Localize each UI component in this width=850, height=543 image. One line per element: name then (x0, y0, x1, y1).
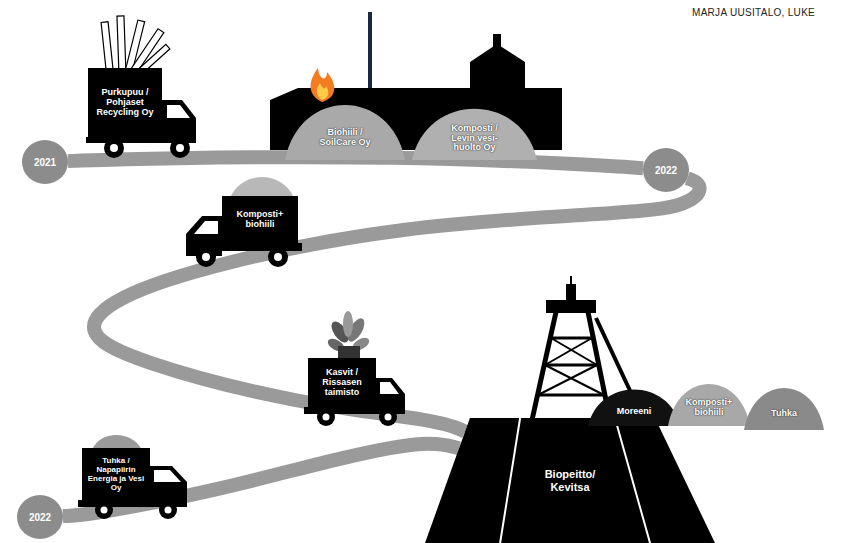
truck-load: Kasvit / Rissasen taimisto (308, 358, 376, 408)
wheel (170, 138, 190, 158)
year-circle (643, 148, 689, 192)
node-text: Moreeni (617, 407, 652, 417)
truck-window (167, 105, 190, 118)
wheel-hub (110, 144, 118, 152)
load-pile (230, 177, 294, 198)
node-text: 2022 (655, 165, 677, 176)
year-circle (17, 495, 63, 539)
node-text: Purkupuu / Pohjaset Recycling Oy (91, 88, 159, 118)
wheel-hub (176, 144, 184, 152)
material-pile: Tuhka (744, 384, 824, 430)
truck-cab (162, 100, 196, 142)
truck-cab (150, 466, 187, 504)
wheel-hub (101, 507, 108, 514)
pile-shape (744, 388, 824, 430)
node-text: Komposti / Levin vesi- huolto Oy (446, 124, 504, 154)
pile-shape (412, 109, 537, 160)
node-text: Tuhka (771, 409, 797, 419)
wheel-hub (274, 253, 282, 261)
year-marker: 2022 (17, 495, 63, 539)
year-marker: 2022 (643, 148, 689, 192)
wheel-hub (323, 414, 330, 421)
flame (311, 68, 335, 102)
pile-shape (285, 105, 405, 160)
wheel (104, 138, 124, 158)
lane-line (615, 418, 650, 543)
ground-shape (425, 418, 715, 543)
wheel (196, 247, 216, 267)
pile-shape (588, 389, 680, 426)
wheel (379, 408, 397, 426)
truck-load: Tuhka / Napapiirin Energia ja Vesi Oy (82, 448, 150, 502)
node-text: Biopeitto/ Kevitsa (539, 468, 601, 492)
wheel (268, 247, 288, 267)
material-pile: Komposti / Levin vesi- huolto Oy (412, 104, 537, 160)
wheel-hub (202, 253, 210, 261)
node-text: 2021 (34, 157, 56, 168)
pile-shape (668, 384, 750, 426)
flame-core (317, 83, 328, 100)
headframe-bar (538, 394, 604, 397)
truck-window (194, 221, 218, 234)
wheel (159, 501, 177, 519)
node-text: Kasvit / Rissasen taimisto (313, 368, 371, 398)
headframe-brace (551, 338, 597, 365)
node-text: Biohiili / SoilCare Oy (314, 128, 376, 148)
road (63, 444, 459, 516)
lane-line (500, 418, 520, 543)
headframe-brace (545, 365, 604, 395)
year-marker: 2021 (22, 140, 68, 184)
leaf (343, 311, 353, 337)
headframe-brace (545, 338, 592, 365)
headframe-deck (546, 300, 596, 313)
mound-outline (744, 384, 824, 430)
wheel-hub (385, 414, 392, 421)
material-pile: Biohiili / SoilCare Oy (285, 100, 405, 160)
year-circle (22, 140, 68, 184)
road (94, 178, 700, 431)
truck-load: Komposti+ biohiili (222, 196, 298, 244)
headframe-tower (566, 284, 576, 300)
truck-load: Purkupuu / Pohjaset Recycling Oy (88, 68, 162, 138)
truck-window (154, 470, 181, 482)
wheel-hub (165, 507, 172, 514)
headframe-brace (538, 365, 597, 395)
credit-label: MARJA UUSITALO, LUKE (692, 7, 815, 18)
node-text: Komposti+ biohiili (231, 210, 289, 230)
headframe-bar (545, 364, 597, 367)
material-pile: Moreeni (588, 386, 680, 426)
material-pile: Komposti+ biohiili (668, 380, 750, 426)
node-text: Komposti+ biohiili (682, 398, 736, 418)
node-text: Tuhka / Napapiirin Energia ja Vesi Oy (86, 457, 146, 492)
biocover-ground: Biopeitto/ Kevitsa (425, 418, 715, 543)
node-text: 2022 (29, 512, 51, 523)
wheel (317, 408, 335, 426)
wheel (95, 501, 113, 519)
headframe-mast (570, 276, 572, 286)
chimney (368, 12, 372, 92)
truck-window (380, 382, 399, 394)
headframe-bar (551, 337, 592, 340)
